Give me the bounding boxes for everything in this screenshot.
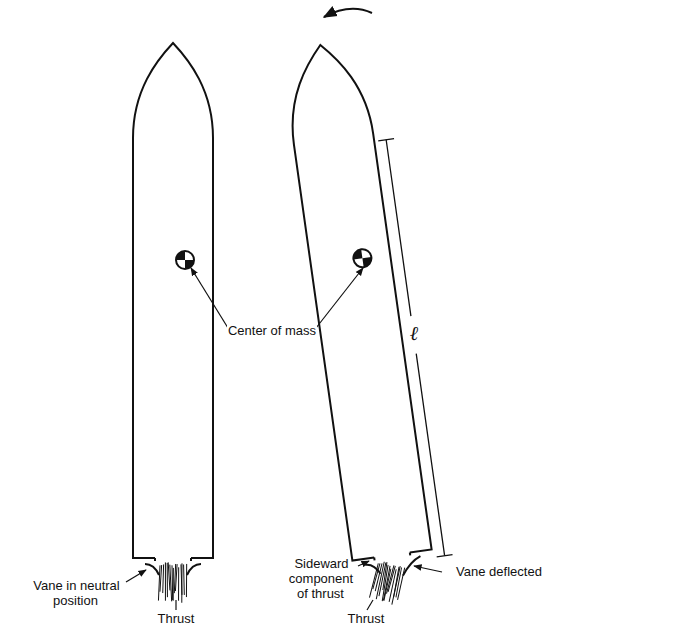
- thrust-stroke: [158, 565, 160, 600]
- force-label: Thrust: [340, 611, 392, 626]
- thrust-stroke: [386, 565, 393, 594]
- force-label: Sideward component of thrust: [282, 556, 360, 601]
- label-text: Thrust: [347, 611, 386, 626]
- center-of-mass-symbol: [352, 248, 372, 268]
- thrust-stroke: [173, 568, 174, 601]
- rotation-arrow: [324, 9, 372, 17]
- thrust-stroke: [186, 564, 187, 597]
- rocket-neutral: [133, 43, 213, 603]
- leader-lines: [126, 268, 442, 610]
- nozzle-lip: [374, 552, 410, 560]
- label-text: Sideward component of thrust: [289, 556, 353, 601]
- force-label: Thrust: [150, 611, 202, 626]
- thrust-stroke: [172, 565, 174, 600]
- vane: [187, 564, 201, 575]
- thrust-stroke: [398, 568, 405, 600]
- thrust-jet: [158, 562, 186, 602]
- thrust-stroke: [389, 569, 396, 602]
- thrust-stroke: [170, 565, 172, 602]
- thrust-stroke: [181, 563, 182, 602]
- label-text: Thrust: [157, 611, 196, 626]
- center-of-mass-symbol: [176, 251, 194, 269]
- thrust-stroke: [178, 567, 179, 600]
- part-label: Center of mass: [222, 323, 322, 338]
- thrust-stroke: [162, 564, 164, 593]
- label-text: Vane in neutral position: [32, 578, 120, 608]
- thrust-stroke: [167, 563, 168, 597]
- thrust-stroke: [175, 564, 177, 591]
- nozzle-lip: [155, 558, 191, 561]
- label-text: ℓ: [409, 322, 419, 344]
- vane: [145, 564, 159, 575]
- dimension-line: [378, 139, 452, 557]
- rocket-body: [133, 43, 213, 558]
- thrust-stroke: [369, 563, 378, 598]
- part-label: Vane in neutral position: [24, 578, 128, 608]
- thrust-stroke: [392, 566, 400, 605]
- dimension-label: ℓ: [402, 322, 426, 344]
- thrust-stroke: [165, 562, 166, 600]
- part-label: Vane deflected: [444, 564, 554, 579]
- label-text: Center of mass: [227, 323, 317, 338]
- thrust-jet: [369, 560, 405, 605]
- thrust-stroke: [183, 564, 185, 594]
- thrust-stroke: [160, 565, 162, 592]
- label-text: Vane deflected: [455, 564, 543, 579]
